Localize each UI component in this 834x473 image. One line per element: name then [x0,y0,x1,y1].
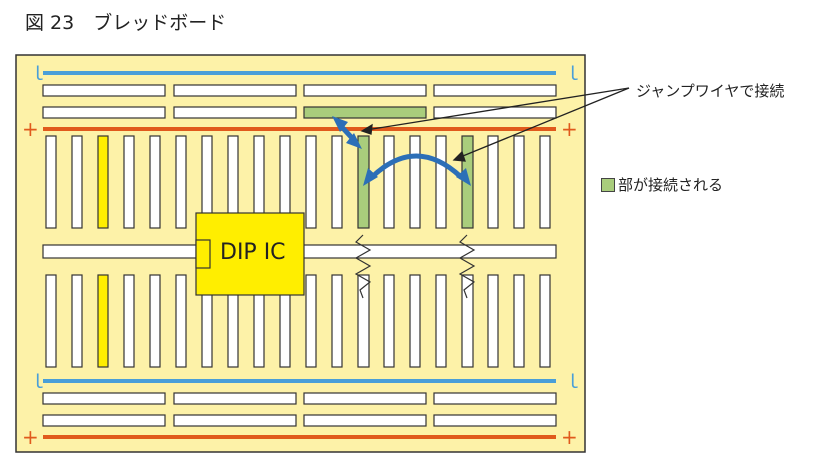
terminal-strip [71,274,83,368]
terminal-strip [175,135,187,229]
rail-plus-symbol: + [561,425,578,449]
rail-strip [42,392,166,405]
rail-strip [433,106,557,119]
terminal-strip [435,274,447,368]
lower-terminal-strips [45,274,551,368]
rail-strip [173,106,297,119]
terminal-strip [487,135,499,229]
double-arrow-heads [332,116,471,186]
rail-plus-symbol: + [22,117,39,141]
legend: 部が接続される [601,174,723,195]
terminal-strip [45,274,57,368]
rail-strip [433,414,557,427]
terminal-strip [149,135,161,229]
terminal-strip [305,274,317,368]
legend-text: 部が接続される [618,176,724,194]
terminal-strip [487,274,499,368]
terminal-strip [331,274,343,368]
terminal-strip [123,274,135,368]
rail-strip [42,84,166,97]
upper-terminal-strips [45,135,551,229]
terminal-strip [461,274,474,368]
rail-minus-symbol: ｌ [29,64,47,85]
terminal-strip [331,135,343,229]
terminal-strip [175,274,187,368]
rail-minus-symbol: ｌ [564,64,582,85]
rail-strip [173,414,297,427]
legend-swatch [601,177,615,192]
terminal-strip [409,135,421,229]
figure-title: 図 23 ブレッドボード [25,12,227,34]
rail-strip [173,392,297,405]
rail-strips [42,84,557,427]
terminal-strip [513,135,525,229]
rail-strip [42,106,166,119]
terminal-strip-highlight [97,135,109,229]
terminal-strip [539,135,551,229]
terminal-strip [305,135,317,229]
terminal-strip [383,274,395,368]
terminal-strip [123,135,135,229]
terminal-strip [149,274,161,368]
zigzag-break-icon [354,234,476,299]
jumper-wire-label: ジャンプワイヤで接続 [636,82,785,100]
terminal-strip [513,274,525,368]
rail-plus-symbol: + [22,425,39,449]
terminal-strip-highlight [97,274,109,368]
rail-strip-connected [303,106,427,119]
rail-strip [433,392,557,405]
rail-strip [42,414,166,427]
rail-symbols: ｌ ｌ + + ｌ ｌ + + [22,64,582,449]
dip-ic-label: DIP IC [220,240,286,265]
rail-strip [303,414,427,427]
rail-strip [303,392,427,405]
terminal-strip [539,274,551,368]
rail-plus-symbol: + [561,117,578,141]
pointer-arrow-icon [360,87,630,162]
dip-ic-notch [195,239,211,269]
rail-strip [303,84,427,97]
rail-strip [433,84,557,97]
terminal-strip [71,135,83,229]
terminal-strip [383,135,395,229]
terminal-strip [435,135,447,229]
rail-minus-symbol: ｌ [29,372,47,393]
rail-minus-symbol: ｌ [564,372,582,393]
terminal-strip [357,274,370,368]
terminal-strip [45,135,57,229]
dip-ic [195,212,305,296]
terminal-strip [409,274,421,368]
rail-strip [173,84,297,97]
